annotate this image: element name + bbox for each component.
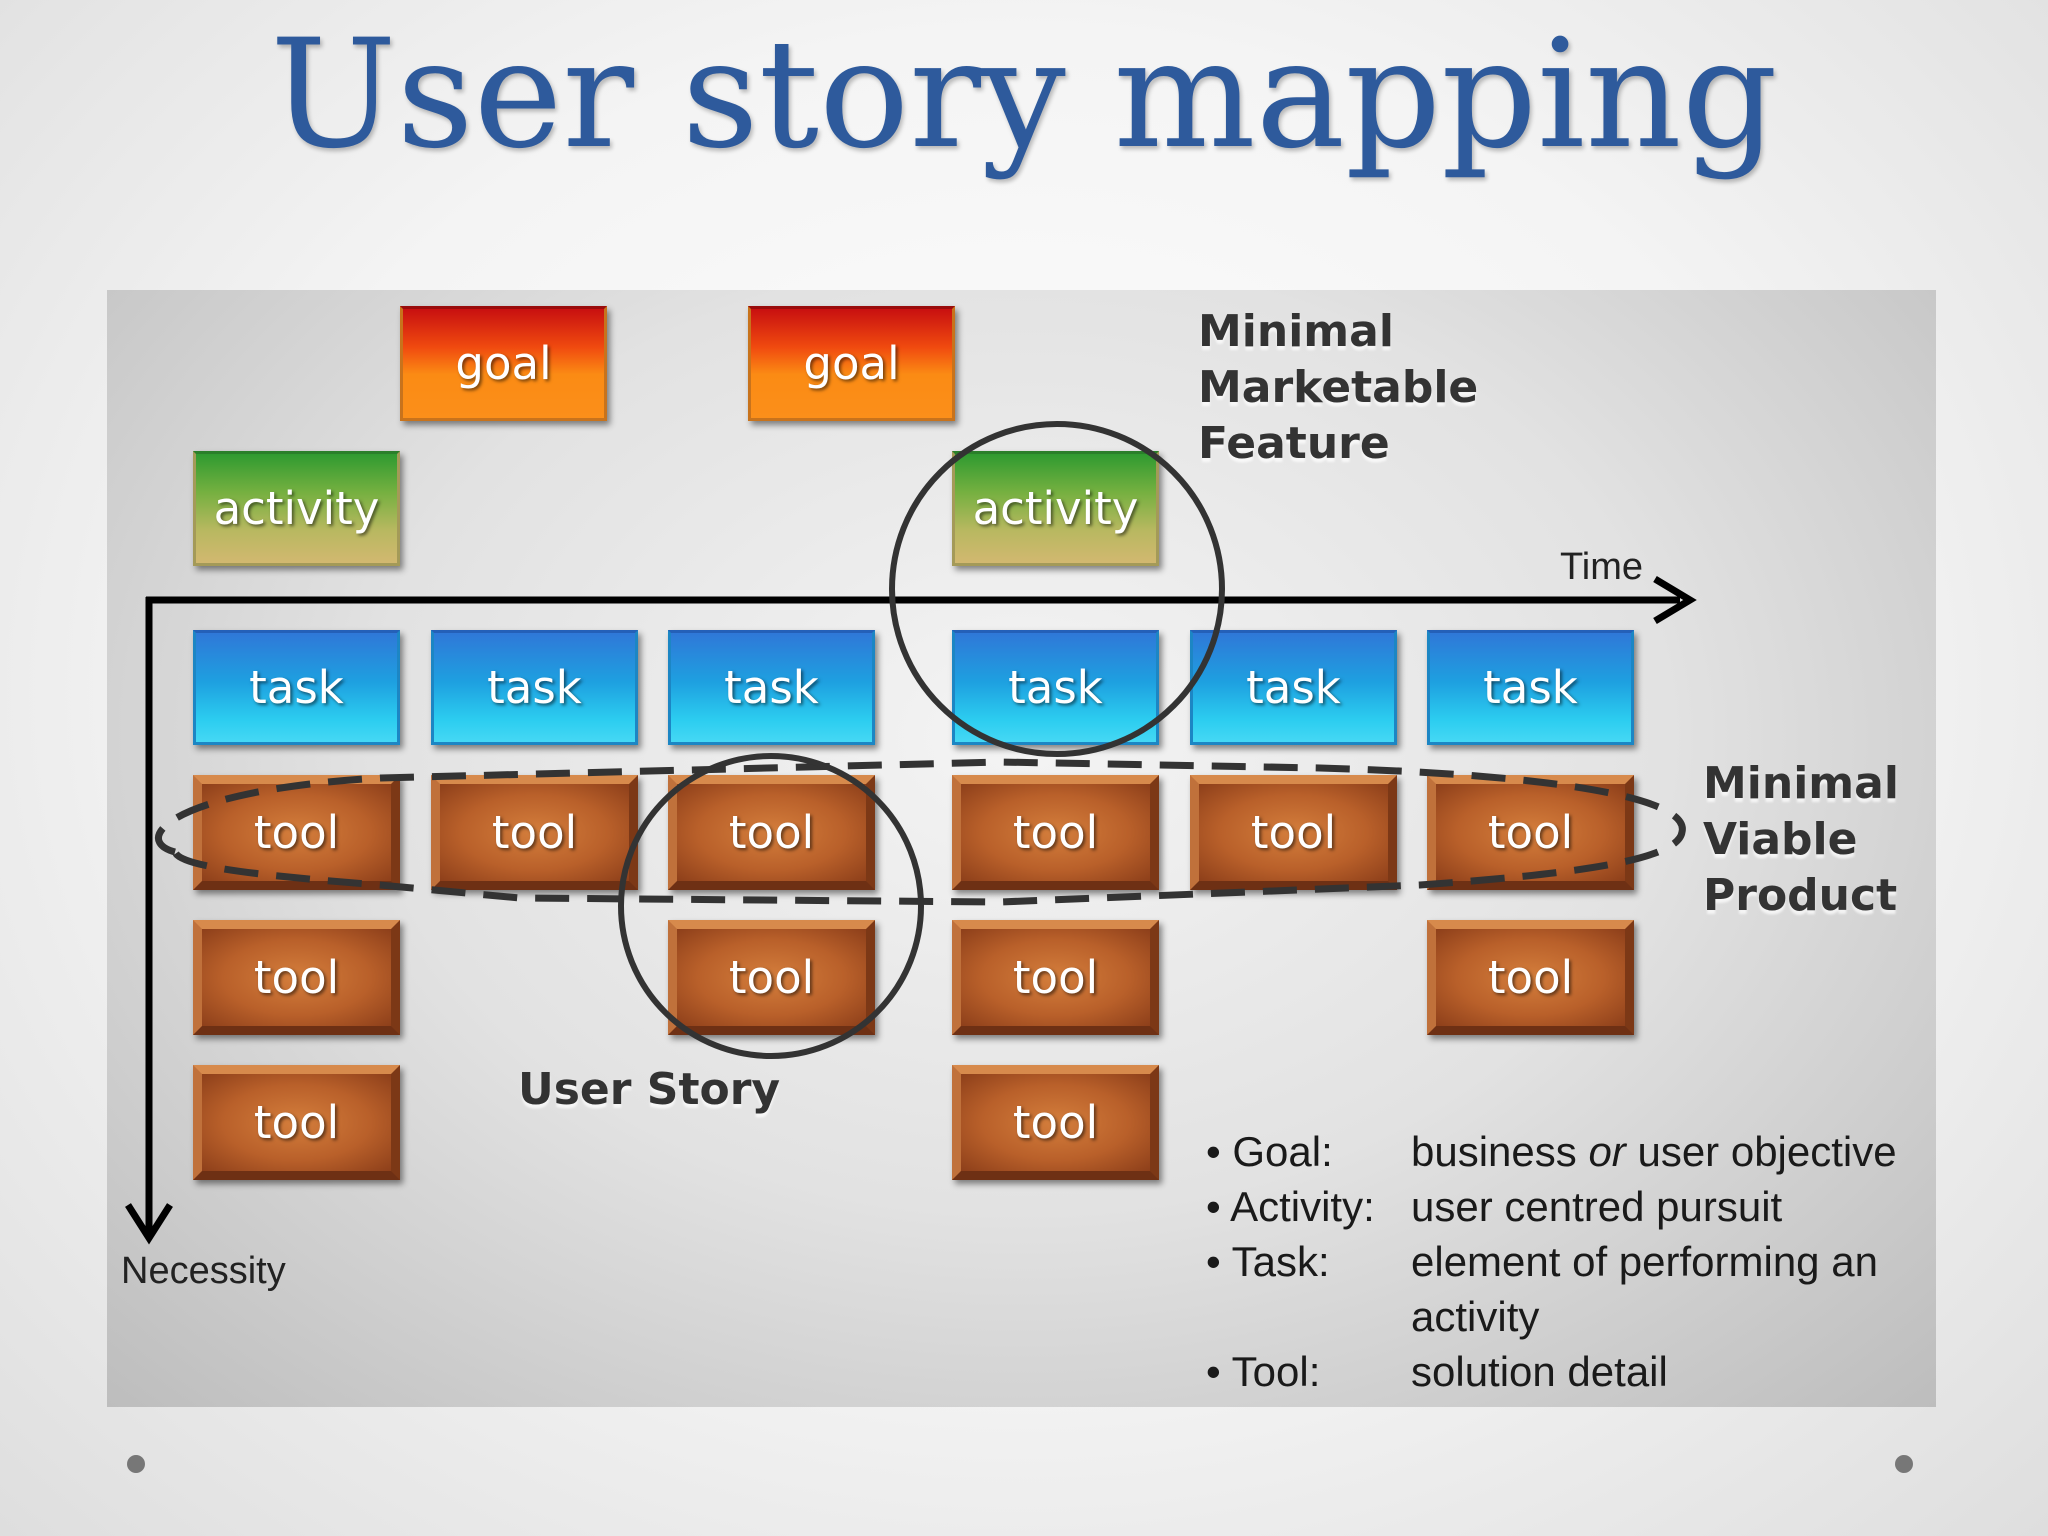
task-card: task: [193, 630, 400, 745]
legend-item-task: • Task: element of performing an activit…: [1206, 1234, 1946, 1344]
mvp-outline: [155, 758, 1686, 906]
legend-definition-emphasis: or: [1588, 1128, 1626, 1175]
user-story-label: User Story: [518, 1064, 781, 1115]
legend-term: Activity:: [1230, 1183, 1375, 1230]
legend-term: Task:: [1231, 1238, 1330, 1285]
goal-card: goal: [748, 306, 955, 421]
decorative-dot: [1895, 1455, 1913, 1473]
legend-definition: user centred pursuit: [1411, 1183, 1783, 1230]
legend-definition: solution detail: [1411, 1348, 1668, 1395]
activity-card: activity: [952, 451, 1159, 566]
legend-definition: business: [1411, 1128, 1589, 1175]
bullet: •: [1206, 1348, 1221, 1395]
mmf-label-line: Feature: [1198, 418, 1390, 469]
legend: • Goal: business or user objective • Act…: [1206, 1124, 1946, 1399]
legend-definition: element of performing an activity: [1411, 1238, 1878, 1340]
task-card: task: [1427, 630, 1634, 745]
task-card: task: [952, 630, 1159, 745]
tool-card: tool: [668, 920, 875, 1035]
tool-card: tool: [952, 1065, 1159, 1180]
necessity-axis-label: Necessity: [121, 1250, 286, 1292]
bullet: •: [1206, 1238, 1221, 1285]
legend-item-activity: • Activity: user centred pursuit: [1206, 1179, 1946, 1234]
mvp-label-line: Product: [1703, 870, 1898, 921]
tool-card: tool: [193, 920, 400, 1035]
tool-card: tool: [952, 920, 1159, 1035]
slide-title: User story mapping: [270, 8, 1778, 182]
decorative-dot: [127, 1455, 145, 1473]
legend-term: Goal:: [1232, 1128, 1333, 1175]
task-card: task: [1190, 630, 1397, 745]
tool-card: tool: [431, 775, 638, 890]
mmf-circle: [889, 421, 1225, 757]
bullet: •: [1206, 1183, 1221, 1230]
tool-card: tool: [1427, 920, 1634, 1035]
time-axis-label: Time: [1560, 546, 1644, 588]
mvp-label-line: Viable: [1703, 814, 1858, 865]
legend-term: Tool:: [1231, 1348, 1321, 1395]
mmf-label-line: Marketable: [1198, 362, 1479, 413]
task-card: task: [668, 630, 875, 745]
legend-item-goal: • Goal: business or user objective: [1206, 1124, 1946, 1179]
legend-definition: user objective: [1625, 1128, 1897, 1175]
tool-card: tool: [1190, 775, 1397, 890]
mmf-label: Minimal Marketable Feature: [1198, 304, 1478, 472]
tool-card: tool: [668, 775, 875, 890]
legend-item-tool: • Tool: solution detail: [1206, 1344, 1946, 1399]
time-axis-arrow: [146, 575, 1697, 625]
mvp-label: Minimal Viable Product: [1703, 756, 1899, 924]
tool-card: tool: [952, 775, 1159, 890]
goal-card: goal: [400, 306, 607, 421]
task-card: task: [431, 630, 638, 745]
user-story-circle: [618, 753, 924, 1059]
activity-card: activity: [193, 451, 400, 566]
necessity-axis-arrow: [125, 597, 173, 1245]
tool-card: tool: [193, 775, 400, 890]
tool-card: tool: [193, 1065, 400, 1180]
mmf-label-line: Minimal: [1198, 306, 1394, 357]
bullet: •: [1206, 1128, 1221, 1175]
mvp-label-line: Minimal: [1703, 758, 1899, 809]
